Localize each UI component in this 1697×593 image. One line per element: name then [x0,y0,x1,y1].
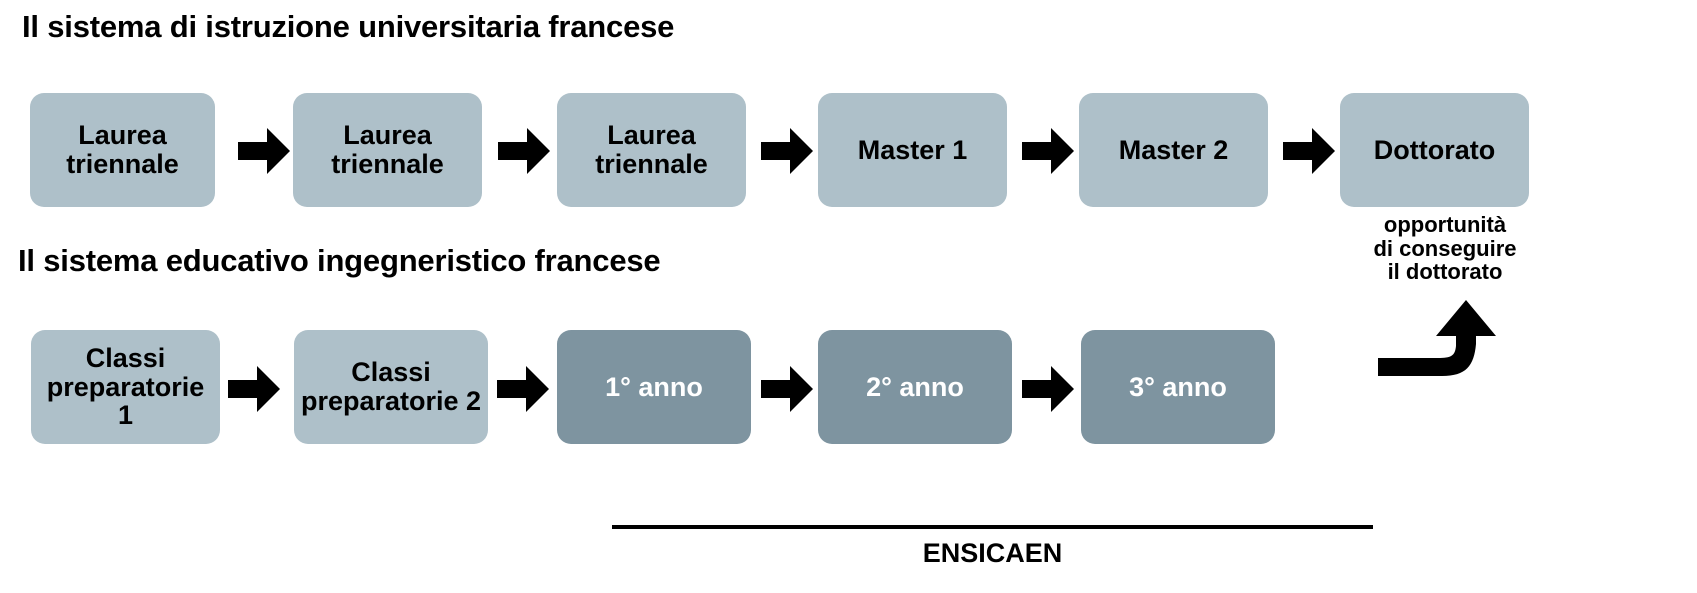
arrow-right-icon [497,366,549,412]
arrow-right-icon [498,128,550,174]
node-anno-3[interactable]: 3° anno [1081,330,1275,444]
section-title-university: Il sistema di istruzione universitaria f… [22,9,675,44]
node-anno-2[interactable]: 2° anno [818,330,1012,444]
node-laurea-triennale-1[interactable]: Laurea triennale [30,93,215,207]
curved-arrow-to-dottorato-icon [1378,300,1518,415]
node-laurea-triennale-2[interactable]: Laurea triennale [293,93,482,207]
doctorate-opportunity-note: opportunità di conseguire il dottorato [1373,212,1517,285]
node-label: 3° anno [1129,371,1227,402]
node-anno-1[interactable]: 1° anno [557,330,751,444]
node-label: 2° anno [866,371,964,402]
node-dottorato[interactable]: Dottorato [1340,93,1529,207]
section-title-engineering: Il sistema educativo ingegneristico fran… [18,243,661,278]
node-master-2[interactable]: Master 2 [1079,93,1268,207]
node-label: Classi preparatorie 2 [300,357,482,416]
arrow-right-icon [761,128,813,174]
ensicaen-bracket-line [612,525,1373,529]
arrow-right-icon [761,366,813,412]
node-label: Master 2 [1118,134,1229,165]
node-label: Dottorato [1373,134,1496,165]
node-label: Laurea triennale [66,120,179,179]
node-label: Laurea triennale [331,120,444,179]
node-classi-preparatorie-1[interactable]: Classi preparatorie 1 [31,330,220,444]
node-label: Classi preparatorie 1 [46,343,205,431]
node-label: Laurea triennale [595,120,708,179]
arrow-right-icon [1022,128,1074,174]
node-label: 1° anno [605,371,703,402]
node-laurea-triennale-3[interactable]: Laurea triennale [557,93,746,207]
node-master-1[interactable]: Master 1 [818,93,1007,207]
arrow-right-icon [238,128,290,174]
node-classi-preparatorie-2[interactable]: Classi preparatorie 2 [294,330,488,444]
ensicaen-label: ENSICAEN [922,538,1063,568]
arrow-right-icon [228,366,280,412]
arrow-right-icon [1022,366,1074,412]
node-label: Master 1 [857,134,968,165]
arrow-right-icon [1283,128,1335,174]
